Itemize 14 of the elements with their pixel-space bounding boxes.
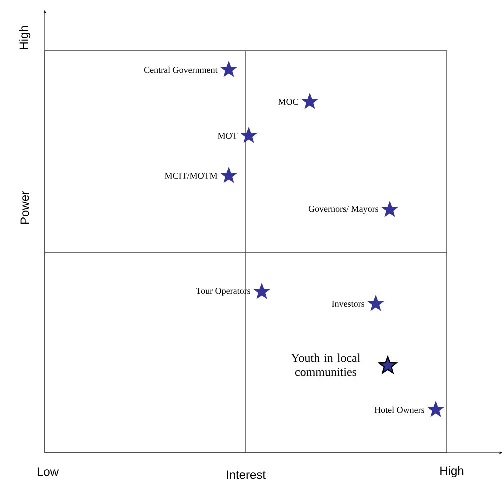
axis-label: High — [440, 466, 464, 478]
axis-label: Interest — [227, 470, 266, 480]
stakeholder-label: Youth in local communities — [291, 354, 360, 376]
stakeholder-label: Investors — [332, 301, 364, 307]
stakeholder-label: Governors/ Mayors — [308, 206, 378, 214]
axis-label: Power — [20, 191, 30, 224]
stakeholder-label: Central Government — [144, 66, 218, 74]
axis-label: High — [19, 26, 31, 50]
stakeholder-label: MOC — [278, 98, 298, 106]
stakeholder-label: MCIT/MOTM — [165, 172, 218, 180]
stakeholder-label: Hotel Owners — [374, 406, 424, 414]
stakeholder-label: Tour Operators — [196, 288, 250, 296]
axis-label: Low — [38, 468, 60, 476]
stakeholder-label: MOT — [218, 132, 238, 140]
